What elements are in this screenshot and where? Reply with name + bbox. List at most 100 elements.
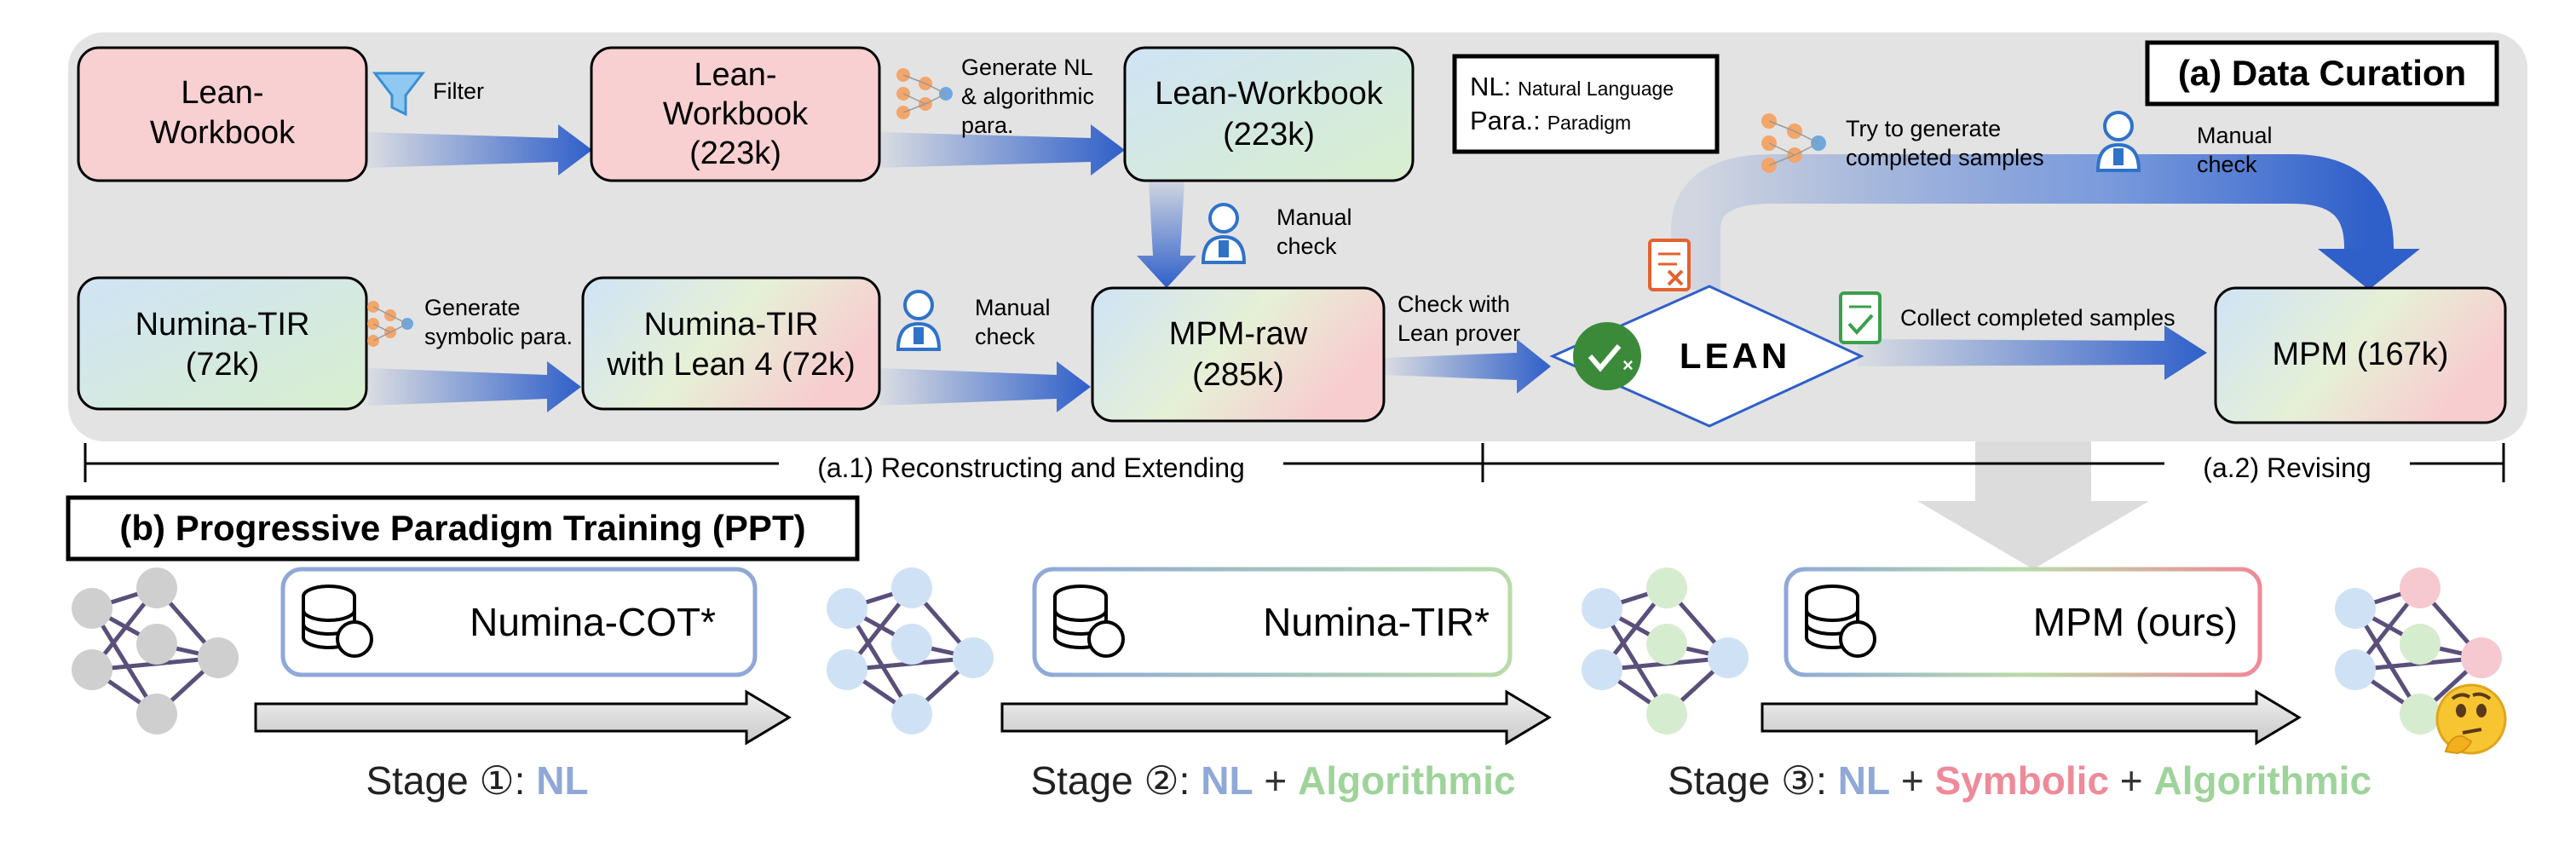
stage-arrow-2: [1000, 689, 1552, 746]
network-icon: [896, 68, 953, 119]
dataset-label-mpm: MPM (ours): [2033, 600, 2238, 644]
data-curation-title: (a) Data Curation: [2178, 53, 2466, 93]
manual-check-icon: [896, 290, 942, 351]
label-stage-a1: (a.1) Reconstructing and Extending: [817, 452, 1245, 483]
label-manual-check-1a: Manual: [1276, 204, 1352, 230]
ppt-title: (b) Progressive Paradigm Training (PPT): [119, 508, 805, 548]
label-check-lean-2: Lean prover: [1397, 320, 1520, 346]
box-lean-workbook-line2: Workbook: [150, 115, 296, 151]
database-icon: [302, 585, 373, 658]
dataset-label-numina-cot: Numina-COT*: [470, 600, 716, 644]
database-icon: [1805, 585, 1876, 658]
box-lean-workbook: [77, 46, 368, 182]
box-numina-tir: [77, 276, 368, 411]
box-lean-workbook-line1: Lean-: [181, 75, 263, 111]
label-try-generate-2: completed samples: [1846, 145, 2044, 170]
stage-paradigm-1: +: [1890, 758, 1934, 803]
arrow-filter: [366, 124, 592, 176]
stage-prefix: Stage ②:: [1030, 758, 1201, 803]
stage-span-lines: [84, 443, 2505, 482]
label-generate-symbolic-2: symbolic para.: [424, 324, 573, 349]
network-icon: [1761, 113, 1826, 173]
arrow-generate-symbolic: [368, 361, 581, 412]
stage-paradigm-1: +: [1253, 758, 1298, 803]
box-mpm-raw-line2: (285k): [1192, 357, 1284, 393]
box-lean-workbook-223k: [590, 46, 881, 182]
svg-text:×: ×: [1622, 354, 1634, 376]
dataset-box-numina-cot: Numina-COT*: [280, 567, 758, 677]
box-numina-tir-lean4: [581, 276, 881, 411]
box-lw2-line3: (223k): [689, 135, 781, 171]
stage-prefix: Stage ③:: [1668, 758, 1838, 803]
label-generate-symbolic-1: Generate: [424, 295, 521, 320]
stage-label-2: Stage ②: NL + Algorithmic: [1030, 758, 1515, 803]
label-generate-nl-2: & algorithmic: [961, 84, 1094, 109]
manual-check-icon: [1201, 203, 1247, 264]
arrow-generate-nl: [878, 124, 1125, 176]
label-generate-nl-1: Generate NL: [961, 55, 1093, 80]
stage-paradigm-2: Algorithmic: [1298, 758, 1516, 803]
network-model-stage3: [2335, 567, 2502, 734]
label-manual-check-1b: check: [1276, 233, 1337, 259]
legend-line-nl: NL:Natural Language: [1470, 72, 1674, 101]
dataset-box-numina-tir: Numina-TIR*: [1032, 567, 1513, 677]
abbreviation-legend-box: [1452, 54, 1720, 154]
label-manual-check-2b: check: [975, 324, 1035, 349]
arrow-collect: [1858, 325, 2207, 380]
panel-connector-arrow: [1917, 441, 2149, 569]
stage-paradigm-2: Symbolic: [1935, 758, 2110, 803]
box-nt1-line1: Numina-TIR: [135, 307, 310, 343]
box-lw2-line2: Workbook: [663, 96, 809, 132]
network-model-stage0: [72, 567, 239, 734]
label-manual-check-3b: check: [2197, 152, 2257, 177]
data-curation-title-box: [2145, 40, 2499, 107]
lean-logo-text: LEAN: [1680, 336, 1790, 376]
ppt-title-box: [66, 495, 860, 562]
filter-icon: [372, 72, 426, 117]
manual-check-icon: [2095, 111, 2141, 172]
stage-paradigm-0: NL: [1201, 758, 1253, 803]
stage-paradigm-4: Algorithmic: [2153, 758, 2371, 803]
arrow-to-mpm-raw: [1137, 181, 1196, 288]
box-nt2-line1: Numina-TIR: [644, 307, 819, 343]
thinking-emoji-icon: [2435, 683, 2507, 755]
dataset-box-mpm: MPM (ours): [1784, 567, 2262, 677]
stage-paradigm-3: +: [2109, 758, 2153, 803]
box-nt2-line2: with Lean 4 (72k): [606, 347, 856, 383]
arrow-manual-check-2: [879, 361, 1091, 412]
stage-prefix: Stage ①:: [366, 758, 536, 803]
box-lean-workbook-nl-alg: [1123, 46, 1415, 182]
box-lw3-line2: (223k): [1223, 117, 1315, 153]
label-check-lean-1: Check with: [1397, 291, 1510, 317]
stage-arrow-1: [254, 689, 792, 746]
label-filter: Filter: [433, 78, 484, 104]
label-generate-nl-3: para.: [961, 112, 1014, 138]
box-mpm-raw: [1091, 286, 1386, 423]
stage-arrow-3: [1761, 689, 2302, 746]
stage-label-1: Stage ①: NL: [366, 758, 588, 803]
label-try-generate-1: Try to generate: [1846, 116, 2001, 141]
label-manual-check-2a: Manual: [975, 295, 1051, 320]
legend-line-para: Para.:Paradigm: [1470, 106, 1631, 135]
lean-prover-diamond: × LEAN: [1549, 285, 1864, 428]
box-mpm-label: MPM (167k): [2273, 337, 2449, 372]
network-icon: [367, 301, 413, 347]
network-model-stage2: [1582, 567, 1749, 734]
box-mpm-raw-line1: MPM-raw: [1169, 316, 1308, 352]
reject-icon: [1648, 239, 1691, 291]
dataset-label-numina-tir: Numina-TIR*: [1263, 600, 1490, 644]
label-manual-check-3a: Manual: [2197, 123, 2273, 148]
label-stage-a2: (a.2) Revising: [2203, 452, 2371, 483]
network-model-stage1: [827, 567, 994, 734]
stage-paradigm-0: NL: [1838, 758, 1890, 803]
box-lw3-line1: Lean-Workbook: [1155, 76, 1384, 112]
arrow-revise-curve: [1671, 154, 2420, 290]
box-nt1-line2: (72k): [186, 347, 260, 383]
label-collect: Collect completed samples: [1900, 305, 2175, 331]
arrow-check-lean: [1384, 339, 1551, 394]
box-lw2-line1: Lean-: [694, 57, 776, 93]
accept-icon: [1839, 291, 1882, 344]
box-mpm: [2214, 286, 2507, 424]
stage-label-3: Stage ③: NL + Symbolic + Algorithmic: [1668, 758, 2371, 803]
